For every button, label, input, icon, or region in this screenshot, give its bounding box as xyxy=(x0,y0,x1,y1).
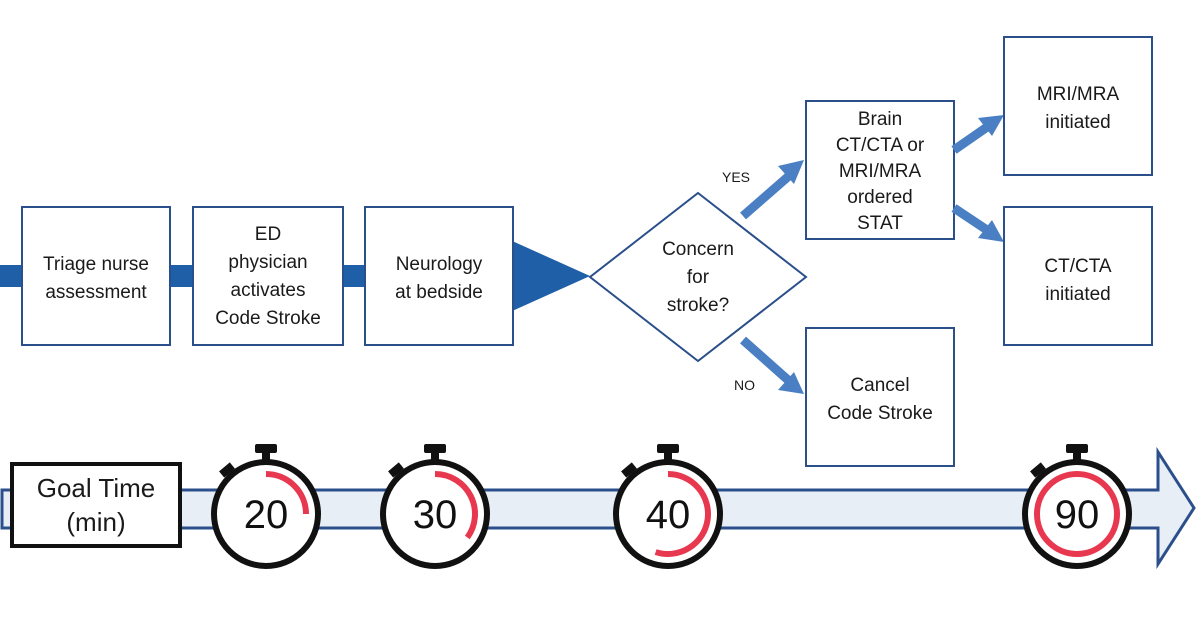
svg-text:initiated: initiated xyxy=(1045,112,1111,133)
imaging-order-box xyxy=(805,100,955,240)
stopwatch-side-knob xyxy=(621,462,637,478)
no-arrowhead xyxy=(778,372,804,394)
ed-physician-box xyxy=(192,206,344,346)
svg-text:Neurology: Neurology xyxy=(396,254,483,275)
triage-box xyxy=(21,206,171,346)
cancel-text: Cancel Code Stroke xyxy=(827,375,933,424)
stopwatch-button xyxy=(424,444,446,453)
stopwatch-stem xyxy=(262,452,270,462)
svg-text:Code Stroke: Code Stroke xyxy=(827,403,933,424)
mri-initiated-text: MRI/MRA initiated xyxy=(1037,84,1120,133)
ct-initiated-text: CT/CTA initiated xyxy=(1044,256,1112,305)
stopwatch-icon: 20 xyxy=(211,444,321,569)
ed-physician-text: ED physician activates Code Stroke xyxy=(215,224,321,329)
neurology-box xyxy=(364,206,514,346)
svg-text:Triage nurse: Triage nurse xyxy=(43,254,149,275)
svg-text:CT/CTA or: CT/CTA or xyxy=(836,135,925,156)
svg-text:CT/CTA: CT/CTA xyxy=(1044,256,1112,277)
svg-text:Cancel: Cancel xyxy=(850,375,909,396)
yes-label: YES xyxy=(722,169,750,185)
stopwatch-stem xyxy=(664,452,672,462)
stopwatch-minutes: 40 xyxy=(646,493,691,537)
no-label: NO xyxy=(734,377,755,393)
svg-text:at bedside: at bedside xyxy=(395,282,483,303)
mri-arrow xyxy=(951,121,993,154)
stopwatch-face xyxy=(380,459,490,569)
yes-arrowhead xyxy=(778,160,804,184)
mri-arrowhead xyxy=(978,115,1004,136)
svg-text:assessment: assessment xyxy=(45,282,147,303)
no-arrow xyxy=(740,336,791,384)
stopwatch-icon: 30 xyxy=(380,444,490,569)
ct-arrowhead xyxy=(978,220,1004,242)
neurology-text: Neurology at bedside xyxy=(395,254,483,303)
main-flow-arrowhead xyxy=(510,240,590,312)
cancel-box xyxy=(805,327,955,467)
svg-text:Code Stroke: Code Stroke xyxy=(215,308,321,329)
stopwatch-button xyxy=(255,444,277,453)
svg-text:ED: ED xyxy=(255,224,281,245)
decision-text: Concern for stroke? xyxy=(662,239,734,316)
stopwatch-side-knob xyxy=(388,462,404,478)
ct-arrow xyxy=(951,204,993,236)
svg-text:physician: physician xyxy=(228,252,307,273)
stopwatch-progress-ring xyxy=(1034,471,1120,557)
stopwatch-progress-ring xyxy=(434,471,478,540)
triage-text: Triage nurse assessment xyxy=(43,254,149,303)
yes-arrow xyxy=(740,171,793,220)
stopwatch-side-knob xyxy=(219,462,235,478)
stopwatch-button xyxy=(657,444,679,453)
stopwatch-side-knob xyxy=(1030,462,1046,478)
stopwatch-icon: 90 xyxy=(1022,444,1132,569)
stopwatch-face xyxy=(211,459,321,569)
svg-text:initiated: initiated xyxy=(1045,284,1111,305)
svg-text:Brain: Brain xyxy=(858,109,902,130)
stopwatch-minutes: 30 xyxy=(413,493,458,537)
svg-text:activates: activates xyxy=(231,280,306,301)
timer-group: 20 30 40 90 xyxy=(211,444,1132,569)
svg-text:MRI/MRA: MRI/MRA xyxy=(839,161,922,182)
ct-initiated-box xyxy=(1003,206,1153,346)
svg-text:ordered: ordered xyxy=(847,187,913,208)
timeline-arrow xyxy=(0,446,1196,570)
mri-initiated-box xyxy=(1003,36,1153,176)
goal-time-unit: (min) xyxy=(66,507,125,537)
stopwatch-stem xyxy=(431,452,439,462)
stopwatch-stem xyxy=(1073,452,1081,462)
stopwatch-face xyxy=(1022,459,1132,569)
stopwatch-button xyxy=(1066,444,1088,453)
svg-text:Concern: Concern xyxy=(662,239,734,260)
svg-text:STAT: STAT xyxy=(857,213,903,234)
svg-text:MRI/MRA: MRI/MRA xyxy=(1037,84,1120,105)
svg-text:for: for xyxy=(687,267,710,288)
stopwatch-progress-ring xyxy=(654,471,711,557)
stopwatch-minutes: 90 xyxy=(1055,493,1100,537)
decision-diamond xyxy=(588,191,808,363)
stopwatch-progress-ring xyxy=(265,471,309,515)
goal-time-box xyxy=(10,462,182,548)
imaging-order-text: Brain CT/CTA or MRI/MRA ordered STAT xyxy=(836,109,925,234)
stopwatch-minutes: 20 xyxy=(244,493,289,537)
stopwatch-face xyxy=(613,459,723,569)
svg-text:stroke?: stroke? xyxy=(667,295,729,316)
goal-time-label: Goal Time xyxy=(37,473,156,503)
stopwatch-icon: 40 xyxy=(613,444,723,569)
